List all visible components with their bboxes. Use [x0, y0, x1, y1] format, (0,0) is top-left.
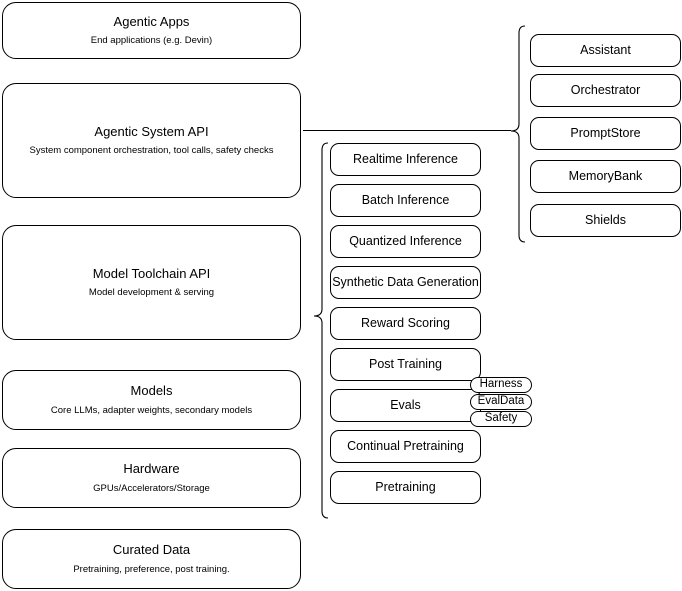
- component-label: Shields: [585, 212, 626, 227]
- layer-title: Agentic Apps: [113, 13, 190, 29]
- layer-curated-data[interactable]: Curated Data Pretraining, preference, po…: [2, 529, 301, 589]
- component-assistant[interactable]: Assistant: [530, 34, 681, 67]
- capability-quantized-inference[interactable]: Quantized Inference: [330, 225, 481, 258]
- component-promptstore[interactable]: PromptStore: [530, 117, 681, 150]
- capability-label: Evals: [390, 397, 421, 412]
- layer-agentic-apps[interactable]: Agentic Apps End applications (e.g. Devi…: [2, 2, 301, 59]
- badge-harness[interactable]: Harness: [470, 377, 532, 393]
- bracket-system-components: [510, 25, 526, 243]
- capability-pretraining[interactable]: Pretraining: [330, 471, 481, 504]
- layer-model-toolchain-api[interactable]: Model Toolchain API Model development & …: [2, 225, 301, 340]
- component-label: Orchestrator: [570, 82, 641, 97]
- capability-label: Synthetic Data Generation: [332, 274, 479, 289]
- layer-title: Agentic System API: [94, 123, 209, 139]
- capability-label: Post Training: [369, 356, 442, 371]
- badge-evaldata[interactable]: EvalData: [470, 394, 532, 410]
- badge-label: Safety: [484, 412, 518, 425]
- capability-continual-pretraining[interactable]: Continual Pretraining: [330, 430, 481, 463]
- capability-label: Pretraining: [375, 479, 436, 494]
- layer-agentic-system-api[interactable]: Agentic System API System component orch…: [2, 83, 301, 198]
- layer-subtitle: Pretraining, preference, post training.: [73, 563, 230, 575]
- capability-synthetic-data-generation[interactable]: Synthetic Data Generation: [330, 266, 481, 299]
- component-shields[interactable]: Shields: [530, 204, 681, 237]
- component-label: PromptStore: [570, 125, 641, 140]
- capability-label: Realtime Inference: [353, 151, 458, 166]
- layer-title: Model Toolchain API: [92, 265, 211, 281]
- component-label: MemoryBank: [568, 168, 643, 183]
- layer-title: Curated Data: [112, 542, 191, 558]
- badge-label: EvalData: [477, 395, 525, 408]
- layer-title: Models: [130, 383, 173, 399]
- component-label: Assistant: [580, 42, 631, 57]
- capability-realtime-inference[interactable]: Realtime Inference: [330, 143, 481, 176]
- layer-subtitle: End applications (e.g. Devin): [90, 35, 213, 47]
- layer-subtitle: Core LLMs, adapter weights, secondary mo…: [50, 404, 253, 416]
- layer-subtitle: GPUs/Accelerators/Storage: [93, 482, 210, 494]
- layer-models[interactable]: Models Core LLMs, adapter weights, secon…: [2, 370, 301, 430]
- capability-label: Quantized Inference: [349, 233, 462, 248]
- layer-title: Hardware: [123, 461, 180, 477]
- component-memorybank[interactable]: MemoryBank: [530, 160, 681, 193]
- capability-label: Reward Scoring: [361, 315, 450, 330]
- capability-label: Continual Pretraining: [347, 438, 464, 453]
- layer-hardware[interactable]: Hardware GPUs/Accelerators/Storage: [2, 448, 301, 508]
- layer-subtitle: System component orchestration, tool cal…: [29, 145, 274, 157]
- layer-subtitle: Model development & serving: [88, 287, 215, 299]
- capability-evals[interactable]: Evals: [330, 389, 481, 422]
- capability-label: Batch Inference: [361, 192, 450, 207]
- capability-post-training[interactable]: Post Training: [330, 348, 481, 381]
- badge-safety[interactable]: Safety: [470, 411, 532, 427]
- capability-reward-scoring[interactable]: Reward Scoring: [330, 307, 481, 340]
- bracket-toolchain-capabilities: [313, 142, 329, 519]
- capability-batch-inference[interactable]: Batch Inference: [330, 184, 481, 217]
- component-orchestrator[interactable]: Orchestrator: [530, 74, 681, 107]
- badge-label: Harness: [479, 378, 523, 391]
